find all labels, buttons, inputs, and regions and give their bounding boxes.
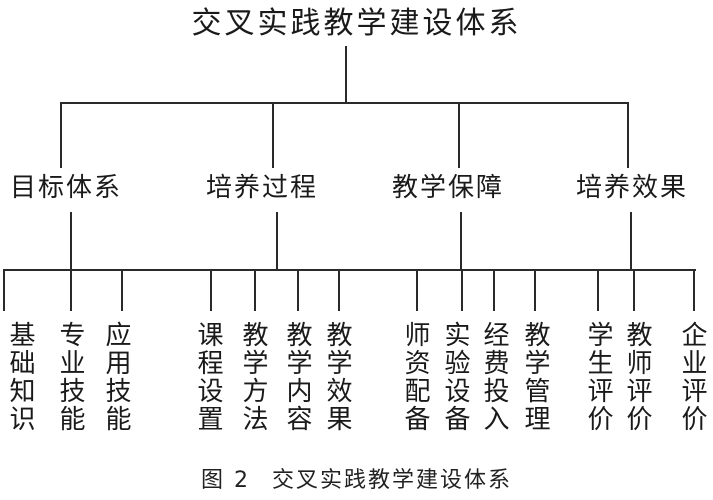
leaf-node-student-evaluation: 学生评价 <box>583 321 613 433</box>
cat-stem-0 <box>70 212 72 270</box>
leaf-node-enterprise-evaluation: 企业评价 <box>677 321 707 433</box>
root-node-title: 交叉实践教学建设体系 <box>191 6 522 41</box>
category-node-training-process: 培养过程 <box>205 173 319 203</box>
leaf-node-funding: 经费投入 <box>479 321 509 433</box>
leaf-node-teacher-evaluation: 教师评价 <box>622 321 652 433</box>
leaf-drop-5 <box>297 269 299 311</box>
category-node-training-outcome: 培养效果 <box>575 173 689 203</box>
leaf-node-lab-equipment: 实验设备 <box>440 321 470 433</box>
cat-stem-1 <box>276 212 278 270</box>
leaf-node-professional-skills: 专业技能 <box>55 321 85 433</box>
leaf-drop-2 <box>121 269 123 311</box>
leaf-node-teaching-methods: 教学方法 <box>238 321 268 433</box>
cat-stem-2 <box>460 212 462 270</box>
root-stem-line <box>345 46 347 103</box>
drop-line-cat-0 <box>60 102 62 168</box>
leaf-drop-0 <box>3 269 5 311</box>
leaf-node-curriculum: 课程设置 <box>193 321 223 433</box>
leaf-drop-10 <box>534 269 536 311</box>
leaf-drop-11 <box>597 269 599 311</box>
leaf-node-faculty: 师资配备 <box>400 321 430 433</box>
leaf-drop-1 <box>70 269 72 311</box>
drop-line-cat-3 <box>627 102 629 168</box>
leaf-drop-6 <box>338 269 340 311</box>
cat-stem-3 <box>630 212 632 270</box>
figure-caption: 图 2 交叉实践教学建设体系 <box>0 462 713 494</box>
leaf-drop-12 <box>633 269 635 311</box>
leaf-drop-8 <box>461 269 463 311</box>
level2-connector-line <box>3 269 696 271</box>
category-node-goal-system: 目标体系 <box>9 173 123 203</box>
leaf-node-teaching-content: 教学内容 <box>282 321 312 433</box>
figure-number: 图 2 <box>200 468 250 493</box>
category-node-teaching-support: 教学保障 <box>391 173 505 203</box>
level1-connector-line <box>60 102 628 104</box>
drop-line-cat-1 <box>272 102 274 168</box>
leaf-node-teaching-effect: 教学效果 <box>322 321 352 433</box>
leaf-drop-4 <box>254 269 256 311</box>
leaf-drop-13 <box>693 269 695 311</box>
leaf-node-teaching-management: 教学管理 <box>520 321 550 433</box>
leaf-drop-9 <box>493 269 495 311</box>
leaf-node-basic-knowledge: 基础知识 <box>5 321 35 433</box>
leaf-drop-3 <box>210 269 212 311</box>
figure-caption-text: 交叉实践教学建设体系 <box>271 468 512 493</box>
leaf-node-applied-skills: 应用技能 <box>101 321 131 433</box>
leaf-drop-7 <box>416 269 418 311</box>
drop-line-cat-2 <box>458 102 460 168</box>
